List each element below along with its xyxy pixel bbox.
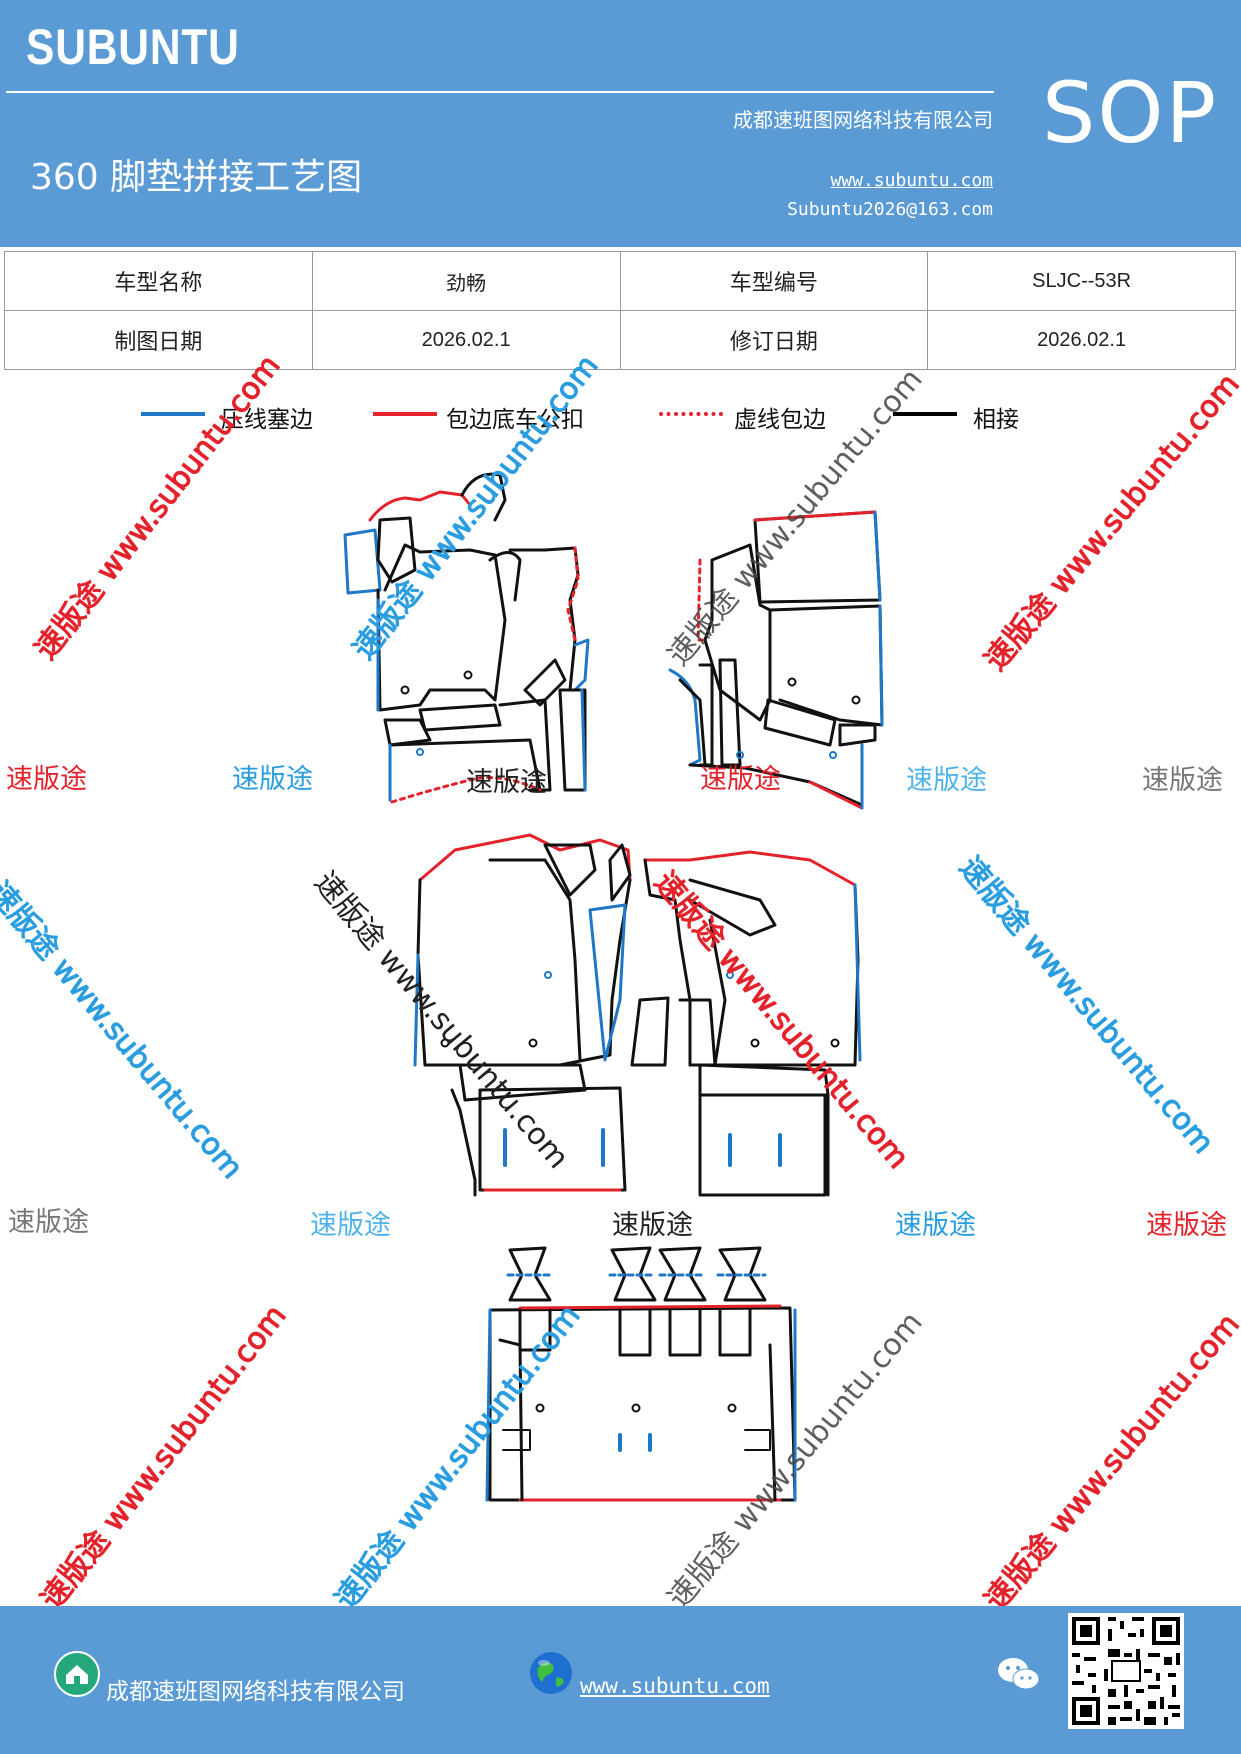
page-title: 360 脚垫拼接工艺图 [30, 157, 363, 198]
watermark-short: 速版途 [1146, 1210, 1227, 1241]
model-name-label: 车型名称 [4, 251, 313, 311]
legend-label: 压线塞边 [221, 407, 313, 433]
watermark-short: 速版途 [232, 764, 313, 795]
rear-mat-group [485, 1246, 797, 1502]
qr-code [1068, 1613, 1184, 1729]
watermark-short: 速版途 [466, 767, 547, 798]
brand-logo-text: SUBUNTU [26, 19, 240, 75]
legend-swatch-black [893, 412, 957, 416]
model-code-value: SLJC--53R [927, 251, 1236, 311]
legend-label: 相接 [973, 407, 1019, 433]
header-email: Subuntu2026@163.com [787, 199, 993, 220]
watermark-short: 速版途 [310, 1210, 391, 1241]
home-icon [54, 1651, 100, 1697]
wechat-icon [998, 1658, 1040, 1690]
revision-date-value: 2026.02.1 [927, 310, 1236, 370]
legend-swatch-blue [141, 412, 205, 416]
revision-date-label: 修订日期 [619, 310, 929, 370]
legend-swatch-red-dotted [659, 412, 723, 416]
main-floor-mat-group [413, 833, 862, 1197]
header-company-name: 成都速班图网络科技有限公司 [733, 108, 993, 132]
watermark-short: 速版途 [6, 764, 87, 795]
watermark-short: 速版途 [8, 1207, 89, 1238]
legend-label: 包边底车公扣 [446, 407, 584, 433]
passenger-mat-group [668, 510, 884, 810]
watermark-short: 速版途 [1142, 765, 1223, 796]
draw-date-value: 2026.02.1 [311, 310, 621, 370]
watermark-short: 速版途 [895, 1210, 976, 1241]
footer-website-link[interactable]: www.subuntu.com [580, 1674, 770, 1698]
draw-date-label: 制图日期 [4, 310, 313, 370]
legend-label: 虚线包边 [734, 407, 826, 433]
vehicle-info-table: 车型名称 劲畅 车型编号 SLJC--53R 制图日期 2026.02.1 修订… [4, 251, 1236, 370]
sop-label: SOP [1042, 64, 1219, 162]
model-code-label: 车型编号 [619, 251, 929, 311]
header-divider [6, 91, 994, 93]
model-name-value: 劲畅 [311, 251, 621, 311]
table-row: 车型名称 劲畅 车型编号 SLJC--53R [4, 251, 1236, 311]
watermark-short: 速版途 [700, 764, 781, 795]
legend-swatch-red [373, 412, 437, 416]
watermark-short: 速版途 [612, 1210, 693, 1241]
driver-mat-group [343, 472, 590, 804]
header-website-link[interactable]: www.subuntu.com [830, 170, 993, 191]
watermark-short: 速版途 [906, 765, 987, 796]
globe-icon [530, 1652, 572, 1694]
table-row: 制图日期 2026.02.1 修订日期 2026.02.1 [4, 310, 1236, 370]
footer-company-name: 成都速班图网络科技有限公司 [106, 1679, 405, 1705]
header-banner [0, 0, 1241, 247]
